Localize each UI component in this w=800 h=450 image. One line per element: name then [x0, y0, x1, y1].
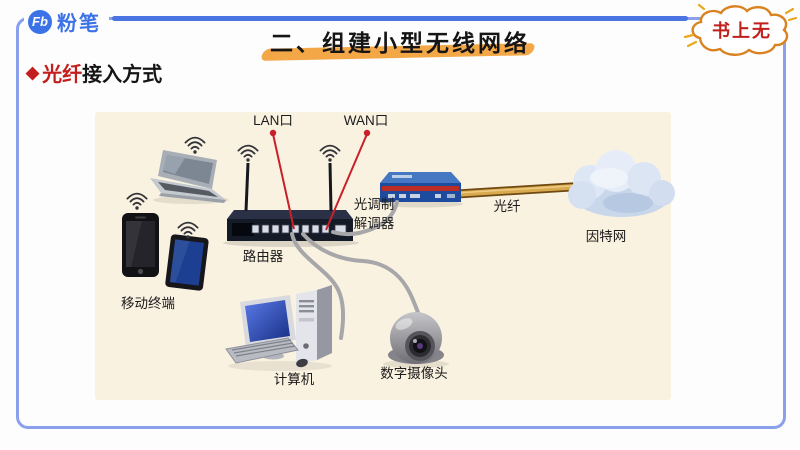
fiber-cable	[456, 181, 588, 199]
badge-label: 书上无	[712, 21, 772, 41]
label-lan-port: LAN口	[253, 113, 293, 128]
camera-device	[383, 312, 449, 368]
label-router: 路由器	[243, 249, 284, 264]
computer-device	[225, 285, 332, 371]
badge-cloud-icon	[691, 5, 789, 56]
page-title: 二、组建小型无线网络	[259, 24, 537, 61]
label-fiber: 光纤	[494, 199, 521, 214]
tablet-device	[165, 234, 209, 291]
diagram-background	[95, 112, 671, 400]
top-accent-line	[112, 16, 688, 21]
section-heading: ◆ 光纤 接入方式	[26, 58, 162, 87]
port-pointer-lines	[269, 129, 371, 231]
cable-modem-router	[331, 200, 399, 237]
label-modem-line2: 解调器	[354, 216, 395, 231]
fenbi-logo: Fb 粉笔	[24, 5, 109, 38]
smartphone-device	[122, 213, 159, 277]
router-device	[223, 162, 359, 247]
heading-rest-text: 接入方式	[82, 64, 163, 86]
laptop-device	[150, 150, 229, 204]
cable-router-computer	[290, 232, 346, 340]
internet-cloud-icon	[568, 150, 675, 217]
network-diagram: LAN口 WAN口 路由器 光调制 解调器 光纤 因特网 移动终端 计算机 数字…	[95, 112, 675, 400]
page-title-text: 二、组建小型无线网络	[270, 31, 530, 56]
not-in-book-badge: 书上无	[683, 3, 798, 56]
label-camera: 数字摄像头	[380, 366, 448, 381]
label-mobile-terminal: 移动终端	[121, 296, 175, 311]
fenbi-logo-icon: Fb	[28, 9, 52, 34]
fenbi-logo-text: 粉笔	[57, 13, 101, 35]
label-modem-line1: 光调制	[354, 197, 395, 212]
badge-spark-right-icon	[784, 7, 798, 22]
heading-highlight-text: 光纤	[42, 64, 83, 86]
modem-device	[379, 172, 463, 208]
badge-spark-left-icon	[683, 3, 706, 48]
label-wan-port: WAN口	[344, 113, 389, 128]
diamond-bullet-icon: ◆	[26, 62, 40, 82]
label-internet: 因特网	[586, 229, 627, 244]
label-computer: 计算机	[274, 372, 315, 387]
